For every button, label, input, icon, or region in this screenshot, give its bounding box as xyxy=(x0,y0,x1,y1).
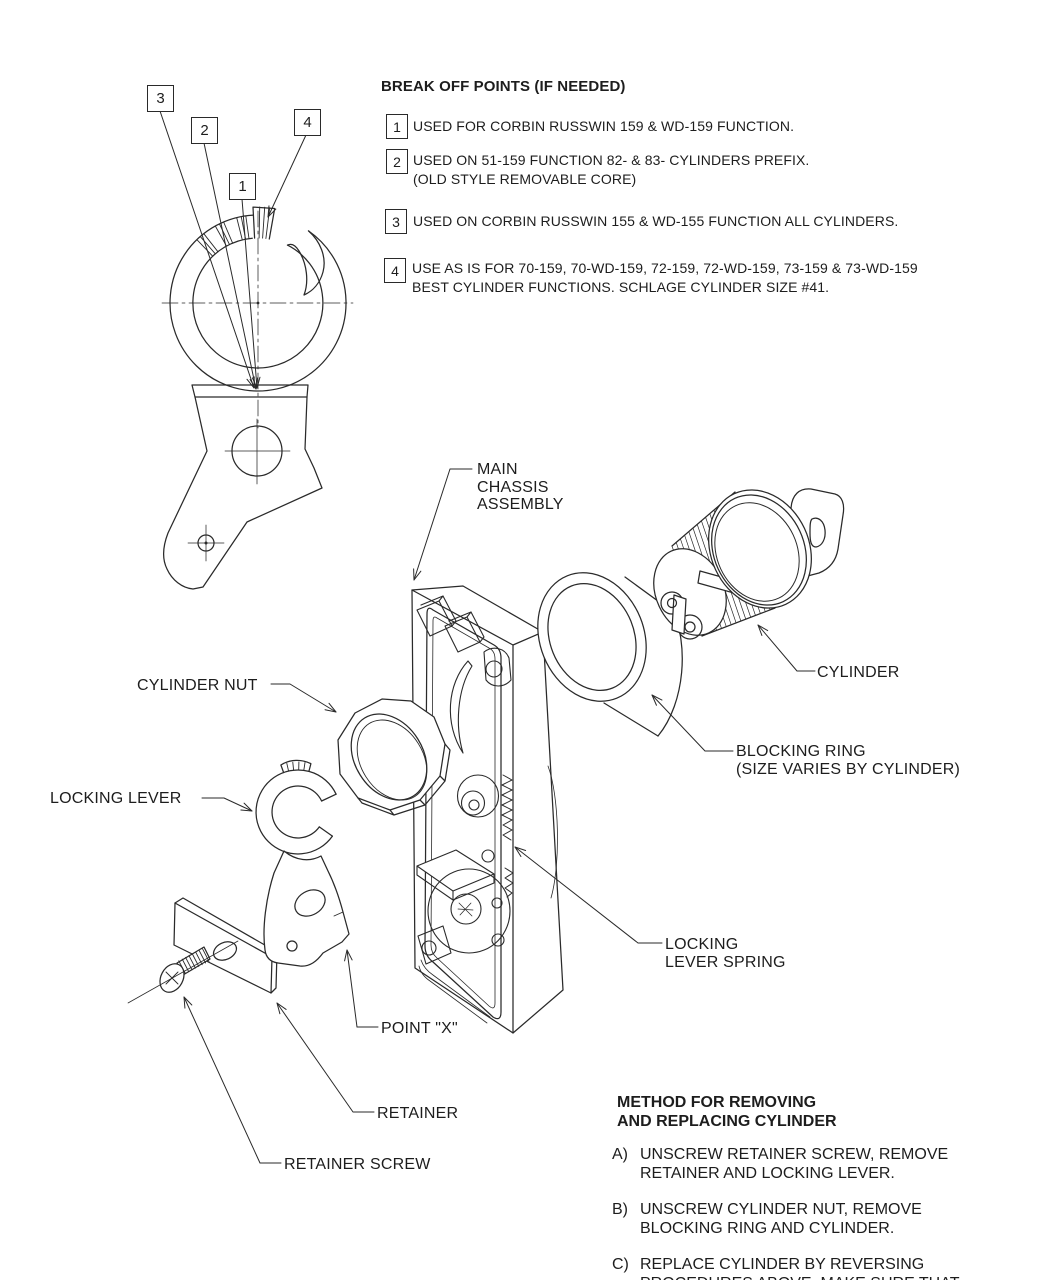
label-retainer: RETAINER xyxy=(377,1105,459,1122)
step-line: BLOCKING RING AND CYLINDER. xyxy=(640,1219,895,1237)
label-cylinder-nut: CYLINDER NUT xyxy=(137,677,258,694)
callout-box-4: 4 xyxy=(294,109,321,136)
retainer-screw-drawing xyxy=(127,940,239,1004)
callout-box-1: 1 xyxy=(229,173,256,200)
legend-text-2b: (OLD STYLE REMOVABLE CORE) xyxy=(413,171,637,187)
label-line: ASSEMBLY xyxy=(477,496,564,513)
callout-leader-lines xyxy=(159,110,307,390)
leader-lever-spring xyxy=(514,846,663,944)
label-line: MAIN xyxy=(477,461,518,478)
locking-lever-detail-drawing xyxy=(159,110,354,590)
legend-number: 1 xyxy=(393,118,401,135)
label-locking-lever: LOCKING LEVER xyxy=(50,790,182,807)
step-letter: C) xyxy=(612,1256,629,1273)
leader-blocking-ring xyxy=(651,694,734,752)
step-letter: A) xyxy=(612,1146,628,1163)
legend-text-3: USED ON CORBIN RUSSWIN 155 & WD-155 FUNC… xyxy=(413,213,899,229)
step-line: UNSCREW RETAINER SCREW, REMOVE xyxy=(640,1146,949,1163)
label-blocking-ring: BLOCKING RING (SIZE VARIES BY CYLINDER) xyxy=(736,743,960,778)
legend-box-1: 1 xyxy=(386,114,408,139)
leader-main-chassis xyxy=(413,468,473,581)
legend-box-2: 2 xyxy=(386,149,408,174)
main-chassis-assembly-drawing xyxy=(411,585,564,1034)
method-step-c: C) REPLACE CYLINDER BY REVERSING PROCEDU… xyxy=(612,1256,959,1280)
legend-text-2: USED ON 51-159 FUNCTION 82- & 83- CYLIND… xyxy=(413,152,810,168)
label-cylinder: CYLINDER xyxy=(817,664,900,681)
label-point-x: POINT "X" xyxy=(381,1020,458,1037)
step-letter: B) xyxy=(612,1201,628,1218)
cylinder-drawing xyxy=(653,488,845,640)
method-title-line: METHOD FOR REMOVING xyxy=(617,1094,817,1111)
label-leader-lines xyxy=(183,468,816,1164)
callout-number: 2 xyxy=(200,122,209,139)
label-line: LOCKING xyxy=(665,936,739,953)
breakoff-title: BREAK OFF POINTS (IF NEEDED) xyxy=(381,78,626,95)
legend-text-1: USED FOR CORBIN RUSSWIN 159 & WD-159 FUN… xyxy=(413,118,795,134)
method-title-line: AND REPLACING CYLINDER xyxy=(617,1113,837,1130)
step-line: PROCEDURES ABOVE. MAKE SURE THAT xyxy=(640,1275,959,1280)
label-line: CHASSIS xyxy=(477,478,549,496)
legend-number: 2 xyxy=(393,153,401,170)
callout-number: 4 xyxy=(303,114,312,131)
step-line: RETAINER AND LOCKING LEVER. xyxy=(640,1164,895,1182)
callout-box-2: 2 xyxy=(191,117,218,144)
legend-box-4: 4 xyxy=(384,258,406,283)
leader-cylinder xyxy=(757,624,816,672)
leader-point-x xyxy=(344,949,379,1028)
step-line: REPLACE CYLINDER BY REVERSING xyxy=(640,1256,925,1273)
leader-locking-lever xyxy=(201,797,253,812)
leader-retainer-screw xyxy=(183,996,282,1164)
leader-retainer xyxy=(276,1002,375,1113)
method-step-b: B) UNSCREW CYLINDER NUT, REMOVE BLOCKING… xyxy=(612,1201,922,1238)
label-main-chassis-assembly: MAIN CHASSIS ASSEMBLY xyxy=(477,461,564,514)
label-line: LEVER SPRING xyxy=(665,953,786,971)
method-step-a: A) UNSCREW RETAINER SCREW, REMOVE RETAIN… xyxy=(612,1146,948,1183)
method-title: METHOD FOR REMOVING AND REPLACING CYLIND… xyxy=(617,1093,837,1131)
leader-cylinder-nut xyxy=(270,683,337,713)
cylinder-nut-drawing xyxy=(337,698,451,816)
retainer-drawing xyxy=(173,897,278,994)
legend-number: 3 xyxy=(392,213,400,230)
locking-lever-drawing xyxy=(255,759,350,967)
label-retainer-screw: RETAINER SCREW xyxy=(284,1156,431,1173)
callout-box-3: 3 xyxy=(147,85,174,112)
step-line: UNSCREW CYLINDER NUT, REMOVE xyxy=(640,1201,922,1218)
label-line: BLOCKING RING xyxy=(736,743,866,760)
callout-number: 1 xyxy=(238,178,247,195)
legend-text-4: USE AS IS FOR 70-159, 70-WD-159, 72-159,… xyxy=(412,260,918,276)
label-line: (SIZE VARIES BY CYLINDER) xyxy=(736,760,961,778)
legend-text-4b: BEST CYLINDER FUNCTIONS. SCHLAGE CYLINDE… xyxy=(412,279,830,295)
legend-number: 4 xyxy=(391,262,399,279)
label-locking-lever-spring: LOCKING LEVER SPRING xyxy=(665,936,786,971)
legend-box-3: 3 xyxy=(385,209,407,234)
callout-number: 3 xyxy=(156,90,165,107)
locking-lever-spring-drawing xyxy=(501,774,514,898)
